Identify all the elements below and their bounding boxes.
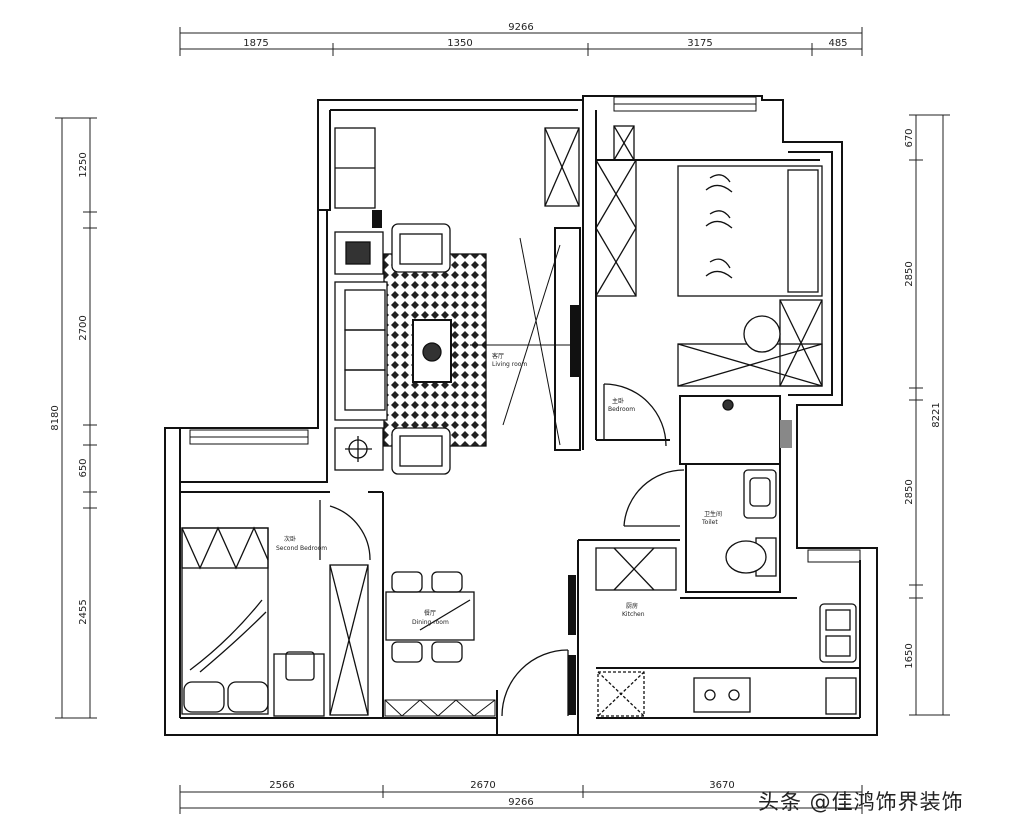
svg-text:1250: 1250	[78, 152, 89, 177]
svg-text:8180: 8180	[50, 405, 61, 430]
wash-basin	[743, 469, 777, 519]
structural-columns	[372, 210, 792, 715]
svg-text:9266: 9266	[508, 22, 533, 33]
dining-room-label: 餐厅	[424, 609, 436, 617]
dining-furniture	[329, 564, 475, 716]
double-bed	[677, 165, 823, 297]
svg-text:2850: 2850	[904, 479, 915, 504]
bathroom-fixtures	[623, 399, 777, 577]
windows	[189, 96, 861, 717]
svg-text:485: 485	[828, 38, 847, 49]
svg-text:Kitchen: Kitchen	[622, 611, 645, 618]
master-bedroom-furniture	[595, 125, 823, 447]
second-bedroom-furniture	[181, 500, 371, 717]
kitchen-fixtures	[501, 547, 857, 717]
svg-text:2670: 2670	[470, 780, 495, 791]
svg-text:3175: 3175	[687, 38, 712, 49]
svg-text:8221: 8221	[931, 402, 942, 427]
svg-text:650: 650	[78, 458, 89, 477]
svg-text:Bedroom: Bedroom	[608, 406, 635, 413]
svg-text:3670: 3670	[709, 780, 734, 791]
svg-text:Living room: Living room	[492, 361, 527, 368]
watermark: 头条 @佳鸿饰界装饰	[758, 790, 964, 814]
storage-cabinet	[329, 564, 369, 716]
svg-text:2700: 2700	[78, 315, 89, 340]
svg-text:1350: 1350	[447, 38, 472, 49]
wardrobe	[595, 159, 637, 297]
stove	[693, 677, 751, 713]
svg-text:Second Bedroom: Second Bedroom	[276, 545, 327, 552]
svg-text:1875: 1875	[243, 38, 268, 49]
desk	[273, 653, 325, 717]
room-labels: 客厅 Living room 次卧 Second Bedroom 餐厅 Dini…	[276, 352, 722, 626]
armchair-bottom	[391, 427, 451, 475]
dimension-lines	[55, 27, 950, 814]
svg-text:Toilet: Toilet	[701, 519, 718, 526]
svg-text:1650: 1650	[904, 643, 915, 668]
svg-text:9266: 9266	[508, 797, 533, 808]
master-bedroom-label: 主卧	[612, 397, 624, 405]
svg-text:2850: 2850	[904, 261, 915, 286]
living-room-furniture	[334, 127, 580, 475]
walls	[164, 95, 878, 736]
sofa	[334, 281, 388, 421]
svg-text:Dining room: Dining room	[412, 619, 449, 626]
armchair-top	[391, 223, 451, 273]
svg-text:2566: 2566	[269, 780, 294, 791]
living-room-label: 客厅	[492, 352, 504, 360]
tv-cabinet	[544, 127, 580, 207]
dining-table	[385, 591, 475, 641]
dimension-labels: 9266 1875 1350 3175 485 2566 2670 3670 9…	[50, 22, 942, 808]
svg-text:670: 670	[904, 128, 915, 147]
svg-text:2455: 2455	[78, 599, 89, 624]
kitchen-cabinet	[595, 547, 677, 591]
kitchen-sink	[819, 603, 857, 663]
second-bedroom-label: 次卧	[284, 535, 296, 543]
kitchen-label: 厨房	[626, 602, 638, 610]
bathroom-label: 卫生间	[704, 510, 722, 518]
